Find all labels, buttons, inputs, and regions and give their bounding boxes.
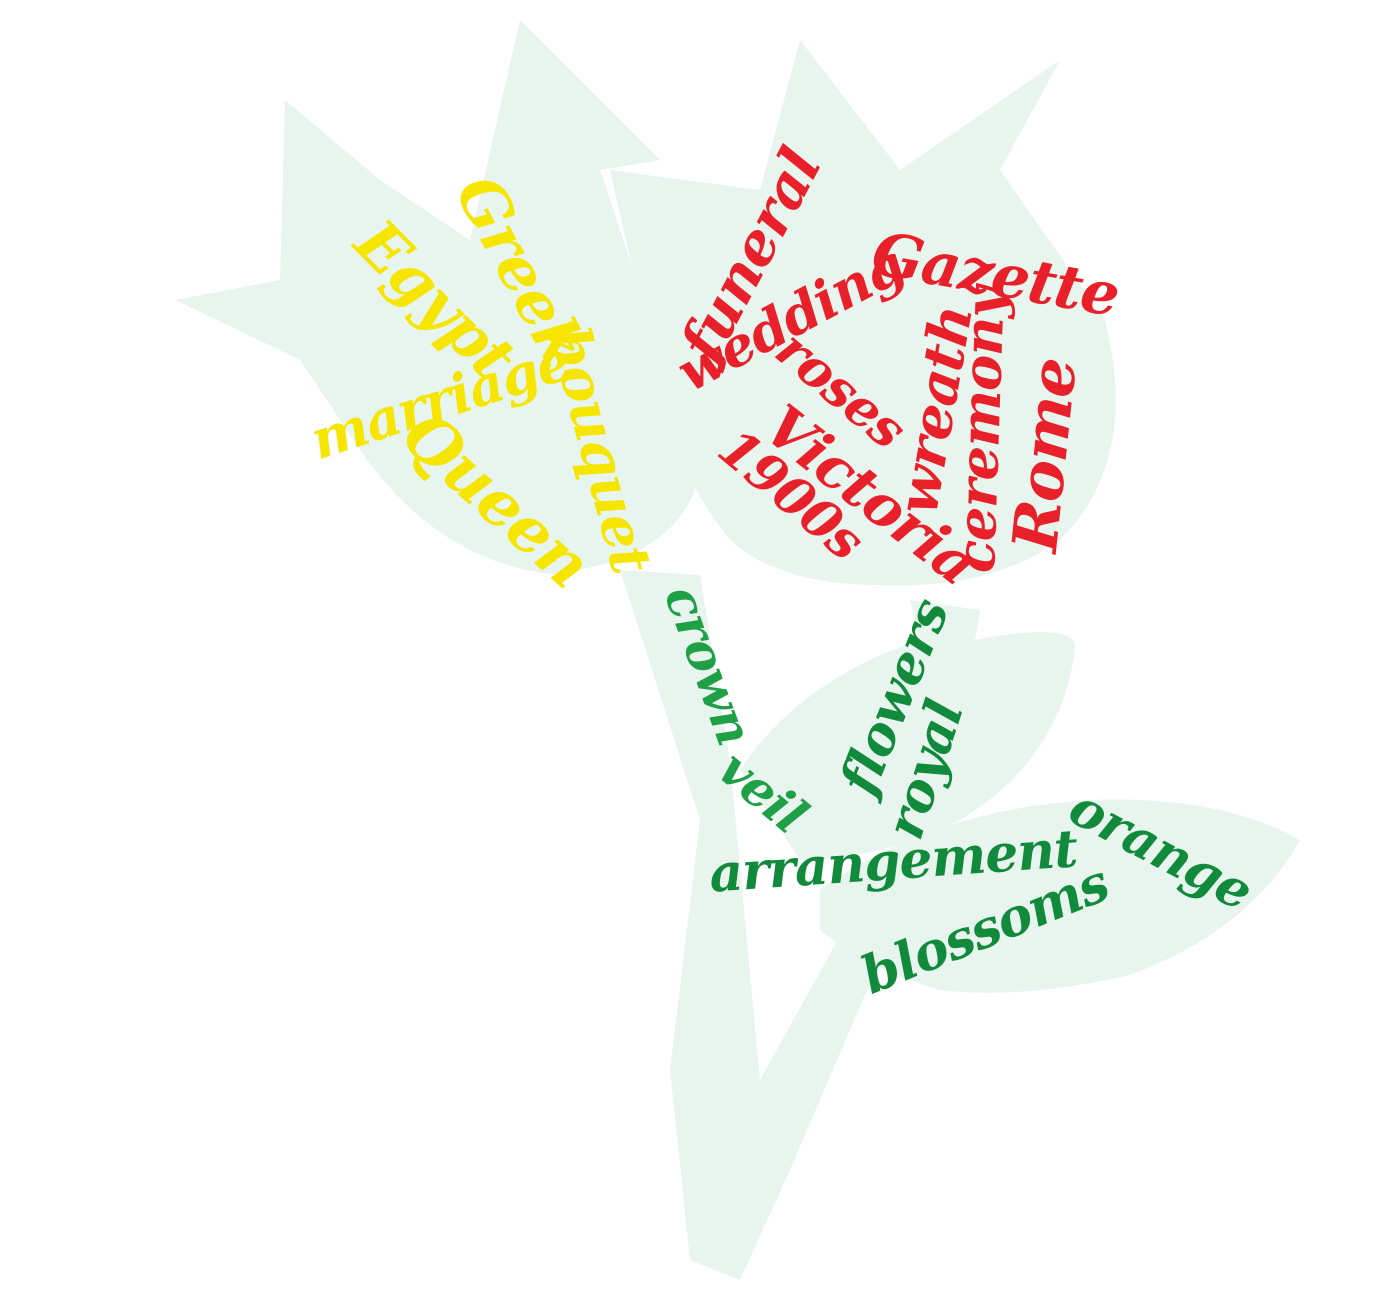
upper-leaf-shape — [740, 600, 1076, 860]
tulip-shape-group — [175, 20, 1300, 1280]
right-bloom-shape — [610, 40, 1116, 586]
word-rome: Rome — [998, 354, 1091, 556]
lower-leaf-shape — [820, 799, 1300, 993]
stem-shape — [620, 570, 880, 1280]
left-bloom-shape — [175, 20, 700, 575]
